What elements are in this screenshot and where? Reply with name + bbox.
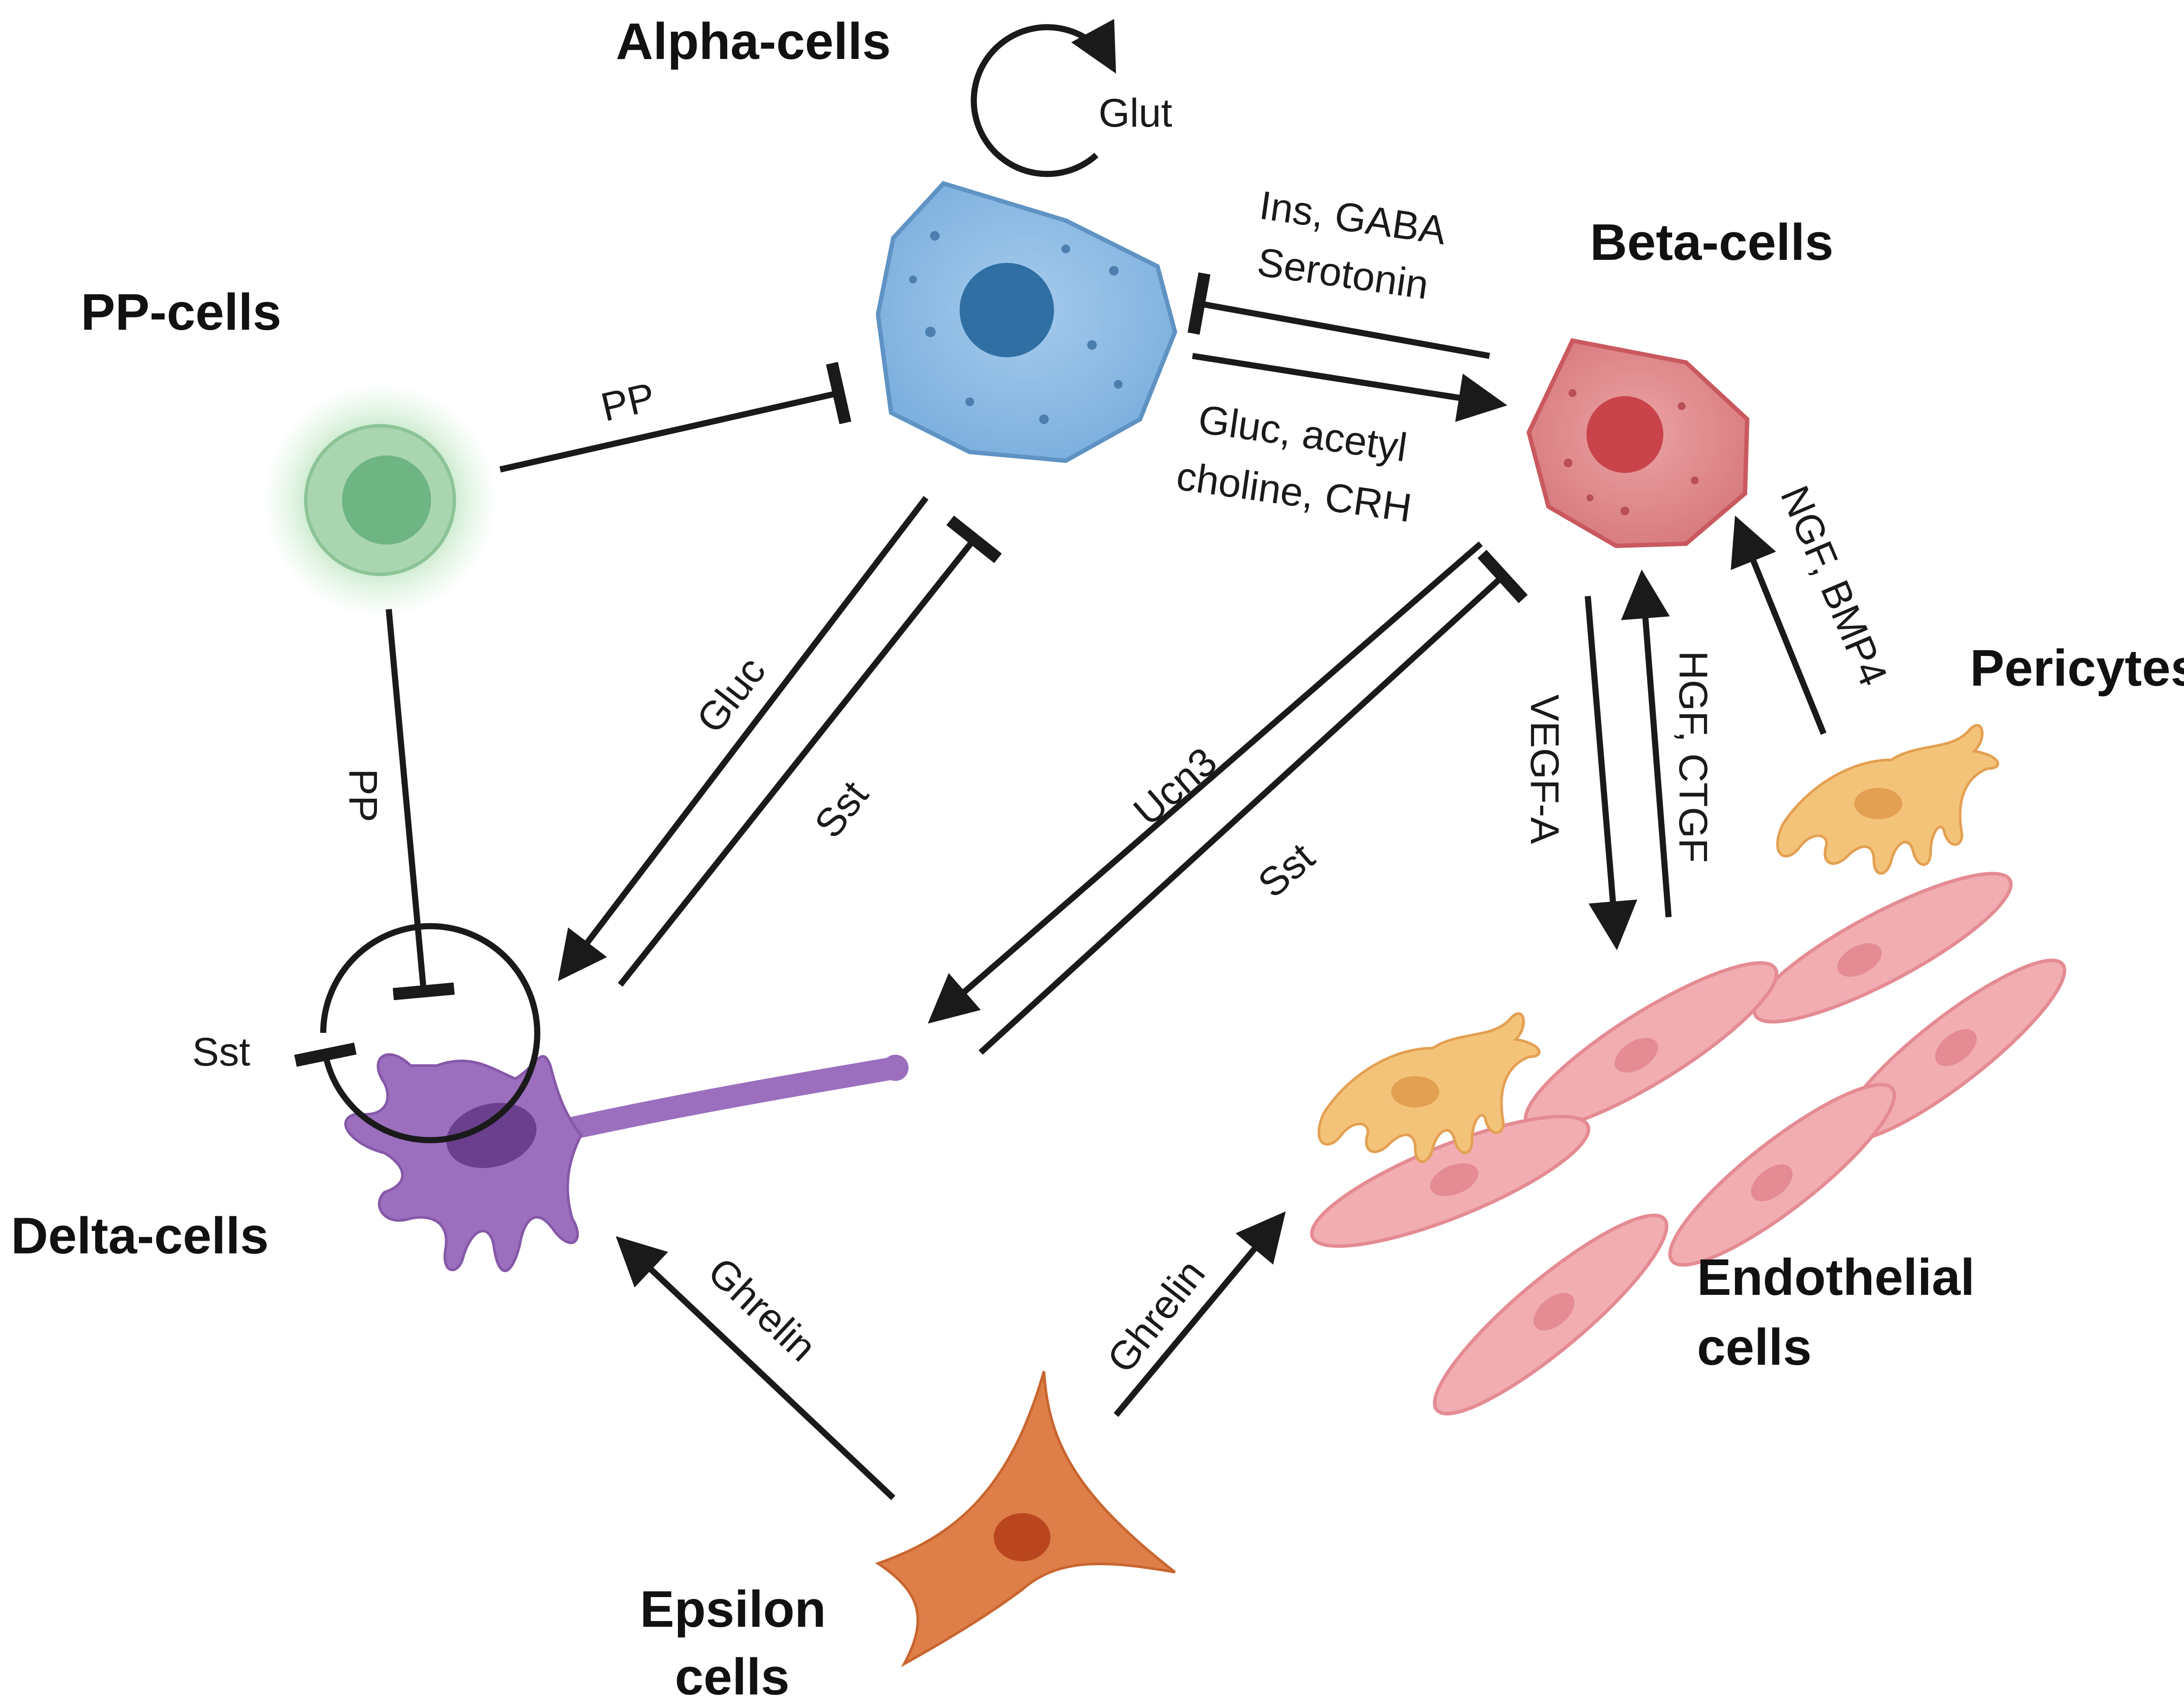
epsilon-cell — [875, 1371, 1176, 1667]
pp-to-delta-inhibition — [386, 609, 455, 1001]
pericyte-cell — [1317, 1012, 1541, 1163]
alpha-to-delta-label: Gluc — [688, 649, 774, 741]
alpha-to-delta-arrow — [558, 496, 929, 981]
pp-cells-label: PP-cells — [81, 283, 281, 341]
endothelial-cells-label-line2: cells — [1697, 1318, 1811, 1376]
endothelial-cell — [1433, 1214, 1669, 1415]
delta-cell-axon-terminal — [882, 1055, 909, 1081]
delta-autocrine-loop — [294, 923, 540, 1143]
beta-cells-label: Beta-cells — [1590, 214, 1834, 271]
endothelial-cells-label-line1: Endothelial — [1697, 1249, 1975, 1306]
delta-cell-axon — [548, 1056, 907, 1142]
endothelial-cell — [1752, 872, 2013, 1024]
pericyte-cell — [1776, 724, 1999, 875]
beta-cell — [1526, 338, 1750, 549]
endothelial-cells — [1310, 872, 2067, 1415]
delta-cell — [344, 1053, 909, 1272]
alpha-to-beta-label-line1: Gluc, acetyl — [1196, 397, 1410, 470]
beta-to-endothelial-arrow — [1585, 596, 1638, 950]
beta-to-endothelial-label: VEGF-A — [1522, 694, 1567, 844]
beta-to-alpha-inhibition — [1187, 272, 1490, 359]
alpha-autocrine-loop — [971, 19, 1116, 177]
pp-cell — [262, 382, 498, 618]
endothelial-to-beta-label: HGF, CTGF — [1671, 651, 1715, 863]
alpha-cell-nucleus — [960, 263, 1054, 357]
epsilon-to-delta-label: Ghrelin — [699, 1249, 824, 1370]
epsilon-cells-label-line1: Epsilon — [640, 1580, 826, 1638]
delta-cells-label: Delta-cells — [11, 1207, 269, 1265]
pp-to-alpha-label: PP — [597, 374, 660, 430]
epsilon-to-endothelial-arrow — [1113, 1211, 1286, 1417]
delta-to-beta-inhibition — [978, 549, 1528, 1055]
alpha-autocrine-arc — [971, 19, 1116, 177]
beta-cell-nucleus — [1586, 396, 1663, 473]
delta-to-beta-label: Sst — [1250, 835, 1323, 906]
endothelial-cell — [1668, 1083, 1896, 1267]
pp-to-delta-label: PP — [341, 769, 385, 822]
alpha-cell-granules — [909, 231, 1123, 424]
pericyte-nucleus — [1391, 1076, 1439, 1108]
pp-cell-nucleus — [342, 455, 431, 545]
epsilon-cell-nucleus — [994, 1513, 1051, 1561]
delta-autocrine-arc — [294, 923, 540, 1143]
delta-cell-nucleus — [446, 1103, 537, 1168]
beta-to-alpha-label-line2: Serotonin — [1254, 240, 1431, 308]
beta-to-delta-label: Ucn3 — [1125, 739, 1225, 834]
alpha-autocrine-label: Glut — [1099, 91, 1172, 135]
delta-autocrine-label: Sst — [192, 1030, 250, 1074]
pp-to-alpha-inhibition — [499, 362, 852, 473]
pericytes-label: Pericytes — [1970, 639, 2184, 697]
endothelial-to-beta-arrow — [1621, 569, 1672, 918]
alpha-cells-label: Alpha-cells — [616, 13, 891, 70]
delta-to-alpha-inhibition — [618, 515, 1002, 987]
delta-to-alpha-label: Sst — [806, 773, 877, 846]
epsilon-to-delta-arrow — [615, 1236, 895, 1501]
epsilon-cells-label-line2: cells — [675, 1648, 789, 1706]
beta-cell-granules — [1564, 389, 1699, 515]
alpha-cell — [875, 181, 1178, 463]
alpha-to-beta-arrow — [1192, 353, 1507, 422]
pericytes-to-beta-arrow — [1731, 515, 1827, 735]
connectors — [386, 272, 1827, 1501]
endothelial-cell — [1310, 1115, 1590, 1248]
pericyte-nucleus — [1854, 788, 1902, 819]
beta-to-alpha-label-line1: Ins, GABA — [1257, 183, 1449, 253]
beta-to-delta-arrow — [928, 541, 1483, 1024]
